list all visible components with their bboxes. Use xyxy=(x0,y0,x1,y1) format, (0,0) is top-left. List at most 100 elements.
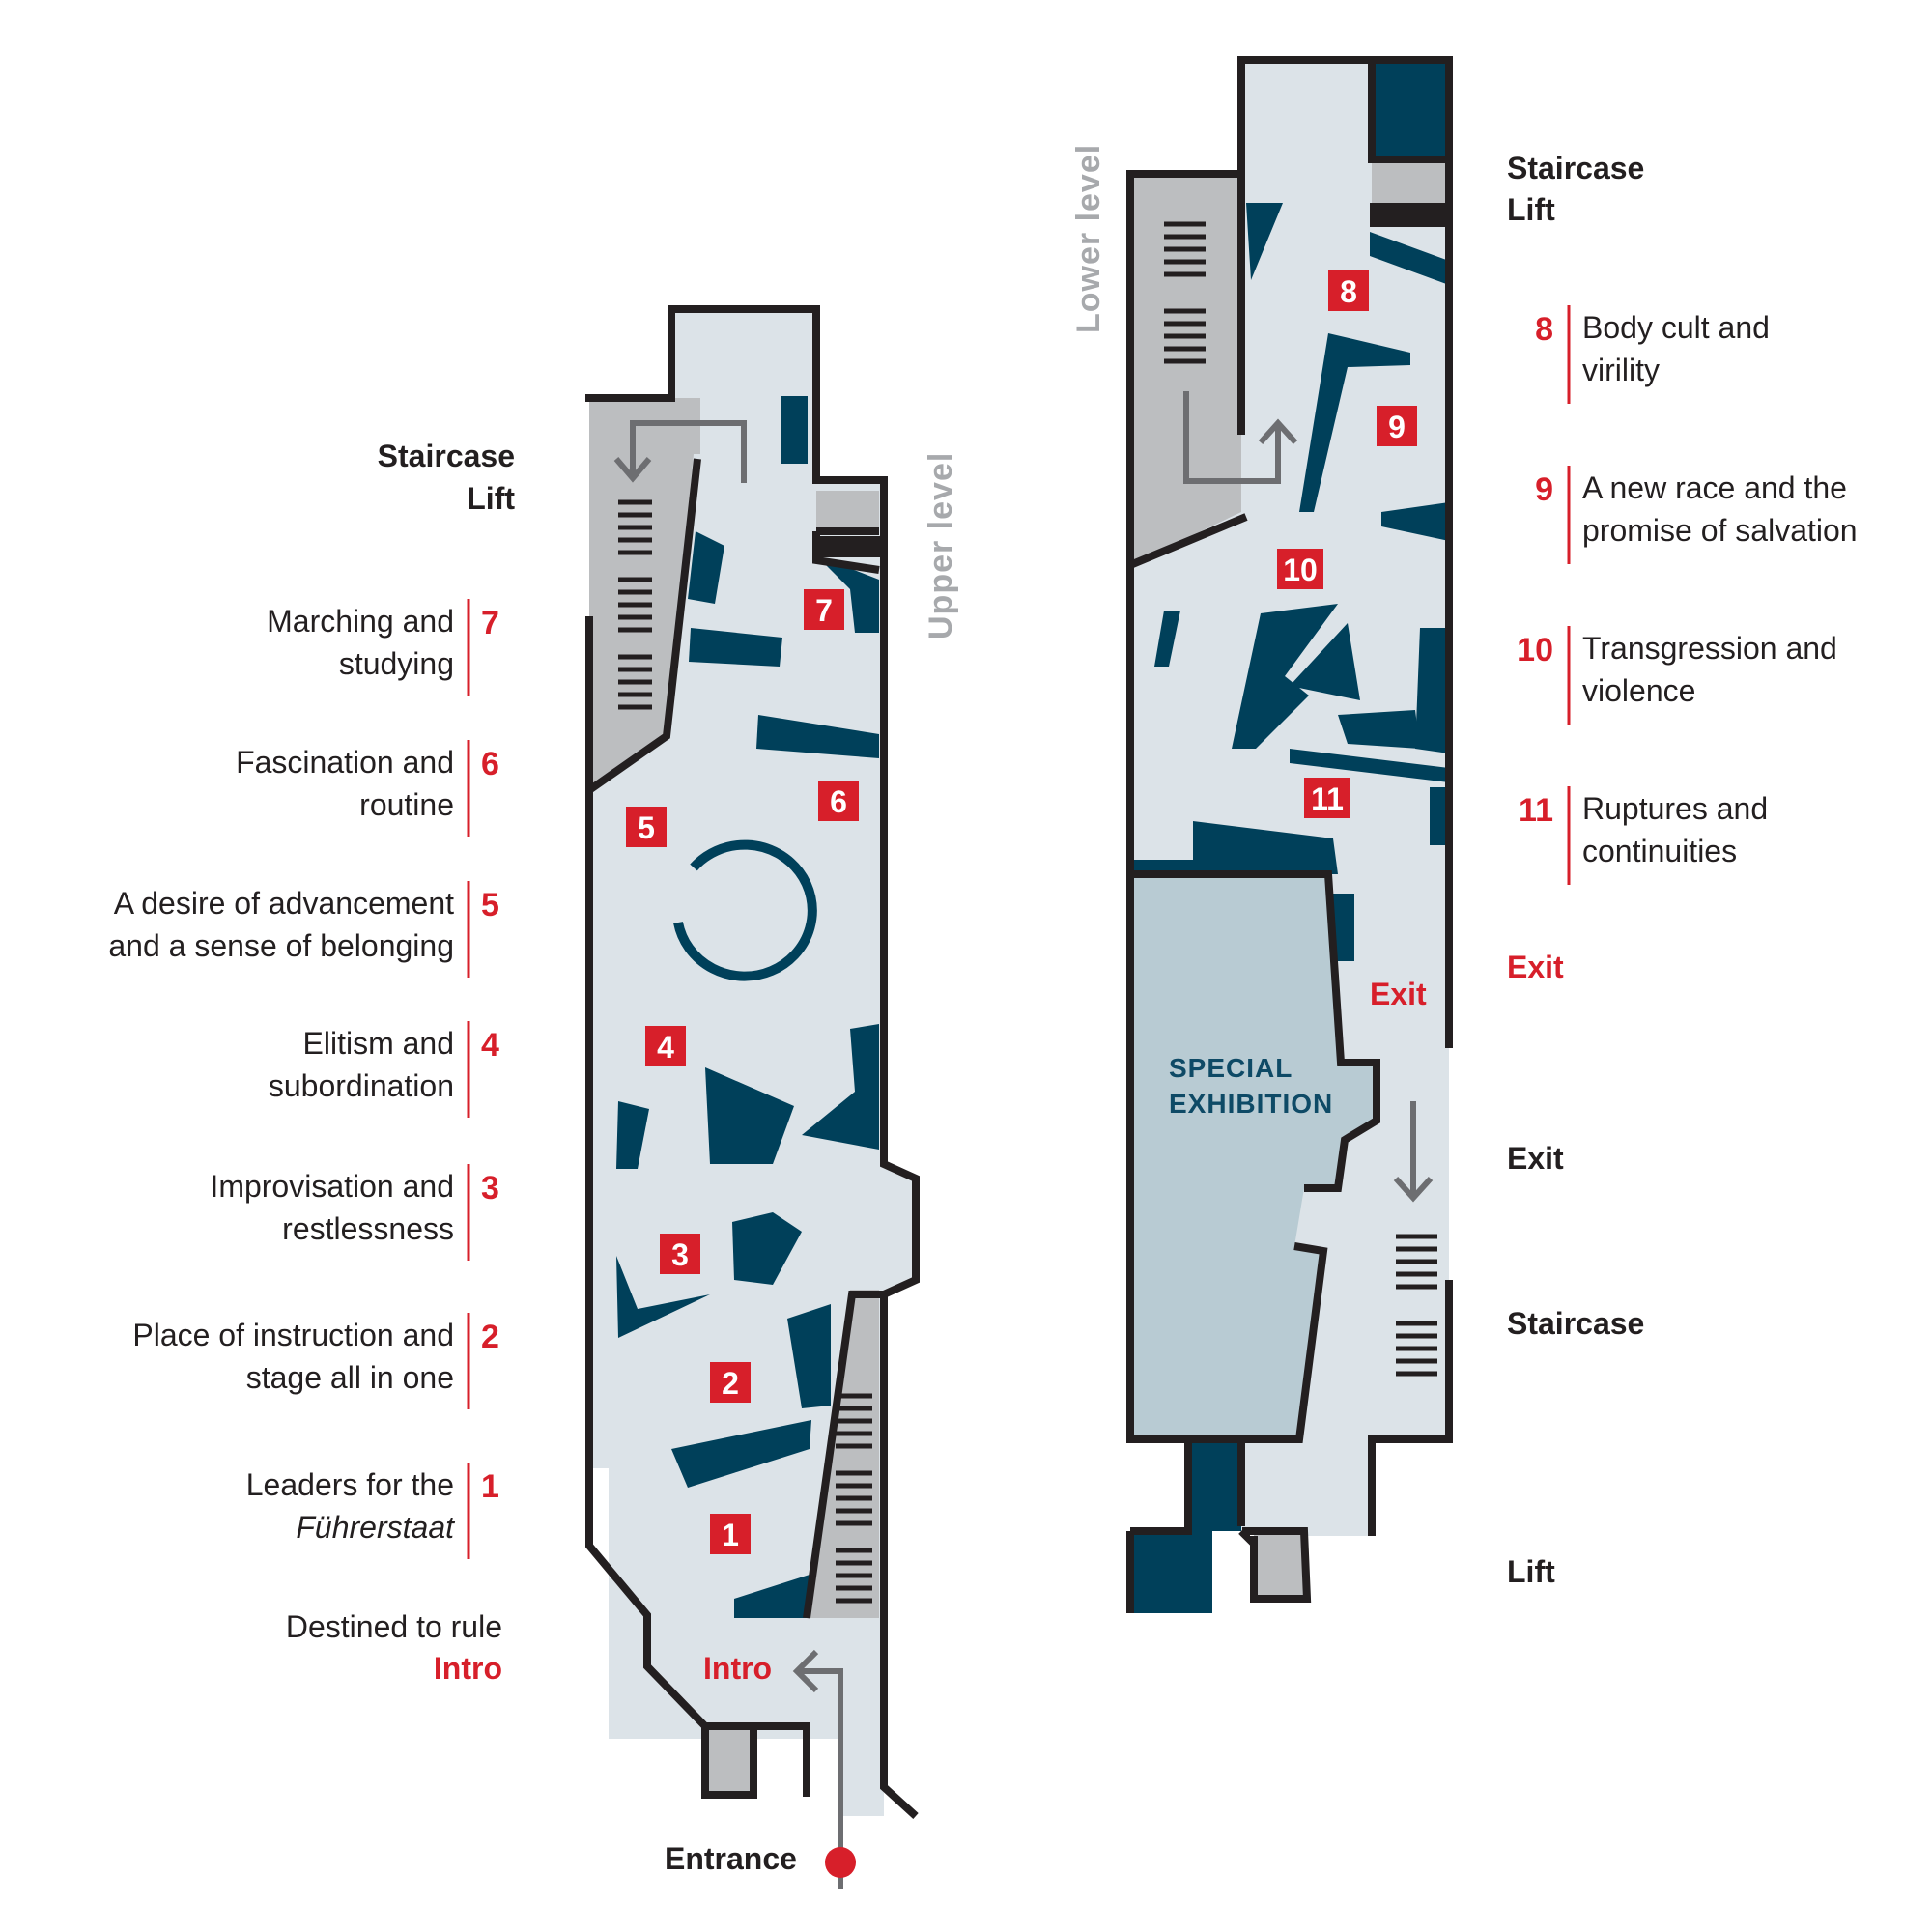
upper-stairs-bottom xyxy=(836,1393,872,1604)
marker-10[interactable]: 10 xyxy=(1277,549,1323,589)
svg-text:9: 9 xyxy=(1388,410,1406,444)
legend-line1: Ruptures and xyxy=(1582,791,1768,826)
legend-line2: violence xyxy=(1582,673,1695,708)
marker-11[interactable]: 11 xyxy=(1304,778,1350,818)
upper-stair-arrow xyxy=(630,420,747,483)
map-label-intro: Intro xyxy=(703,1651,772,1686)
lower-lift-bottom xyxy=(1254,1531,1307,1599)
legend-line2: studying xyxy=(339,646,454,681)
upper-staircase-area-bottom xyxy=(807,1290,879,1618)
svg-text:4: 4 xyxy=(657,1030,674,1065)
upper-legend-item-4: 4 Elitism and subordination xyxy=(269,1021,499,1118)
upper-lift-top xyxy=(816,491,879,531)
lower-stair-arrow-head xyxy=(1258,418,1298,445)
upper-exhibit-blocks xyxy=(616,396,879,1618)
legend-number: 5 xyxy=(481,887,499,923)
upper-level-label: Upper level xyxy=(923,452,959,639)
legend-line1: Place of instruction and xyxy=(132,1318,454,1352)
upper-legend: 7 Marching and studying 6 Fascination and rou… xyxy=(108,599,499,1559)
marker-7[interactable]: 7 xyxy=(804,589,844,630)
lower-lift-top-label: Lift xyxy=(1507,192,1555,227)
legend-line2: routine xyxy=(359,787,454,822)
upper-level-plan xyxy=(585,305,920,1889)
legend-line1: Marching and xyxy=(267,604,454,639)
map-markers: 7 6 5 4 3 2 1 8 9 10 11 xyxy=(626,270,1417,1554)
entrance-dot[interactable] xyxy=(825,1847,856,1878)
legend-number: 3 xyxy=(481,1170,499,1207)
svg-text:7: 7 xyxy=(815,593,833,628)
upper-legend-item-2: 2 Place of instruction and stage all in on… xyxy=(132,1313,499,1409)
legend-line2: and a sense of belonging xyxy=(108,928,454,963)
legend-line2: subordination xyxy=(269,1068,454,1103)
lower-level-label: Lower level xyxy=(1070,144,1107,333)
svg-text:11: 11 xyxy=(1311,781,1344,816)
intro-legend-line2: Intro xyxy=(434,1651,502,1686)
legend-number: 8 xyxy=(1535,311,1553,348)
lower-level-plan xyxy=(1126,56,1453,1613)
lower-lift-bar xyxy=(1370,203,1449,227)
marker-3[interactable]: 3 xyxy=(660,1234,700,1274)
lower-level-walls xyxy=(1126,56,1453,1613)
marker-6[interactable]: 6 xyxy=(818,781,859,821)
legend-number: 2 xyxy=(481,1319,499,1355)
upper-level-walls xyxy=(585,305,920,1819)
legend-line1: Fascination and xyxy=(236,745,454,780)
legend-line1: A new race and the xyxy=(1582,470,1847,505)
legend-number: 6 xyxy=(481,746,499,782)
map-label-exit: Exit xyxy=(1370,977,1427,1011)
marker-1[interactable]: 1 xyxy=(710,1514,751,1554)
marker-8[interactable]: 8 xyxy=(1328,270,1369,311)
legend-line1: Elitism and xyxy=(303,1026,455,1061)
special-exhibition-line1: SPECIAL xyxy=(1169,1053,1293,1083)
upper-stair-arrow-head xyxy=(613,457,652,483)
lower-path-arrows xyxy=(1183,391,1434,1203)
svg-text:5: 5 xyxy=(638,810,655,845)
lower-exit-black-label: Exit xyxy=(1507,1141,1564,1176)
upper-legend-item-6: 6 Fascination and routine xyxy=(236,740,499,837)
marker-5[interactable]: 5 xyxy=(626,807,667,847)
legend-number: 7 xyxy=(481,605,499,641)
legend-number: 1 xyxy=(481,1468,499,1505)
marker-9[interactable]: 9 xyxy=(1377,406,1417,446)
legend-number: 9 xyxy=(1535,471,1553,508)
legend-line1: Improvisation and xyxy=(210,1169,454,1204)
entrance-arrow-head xyxy=(792,1649,819,1693)
lower-stairs-bottom xyxy=(1396,1234,1437,1377)
svg-text:3: 3 xyxy=(671,1237,689,1272)
lower-staircase-area xyxy=(1130,174,1241,565)
svg-text:2: 2 xyxy=(722,1366,739,1401)
legend-line2: continuities xyxy=(1582,834,1737,868)
lower-lift-top xyxy=(1372,159,1447,210)
legend-line2: virility xyxy=(1582,353,1660,387)
legend-number: 11 xyxy=(1519,792,1553,829)
legend-line1: Leaders for the xyxy=(246,1467,454,1502)
upper-path-arrows xyxy=(613,420,843,1889)
lower-legend-item-11: 11 Ruptures and continuities xyxy=(1519,786,1768,885)
legend-line2: promise of salvation xyxy=(1582,513,1858,548)
legend-line2: stage all in one xyxy=(246,1360,454,1395)
lower-exit-red-label: Exit xyxy=(1507,950,1564,984)
legend-number: 4 xyxy=(481,1027,499,1064)
upper-stairs-top xyxy=(618,499,652,710)
lower-exhibit-blocks xyxy=(1130,60,1449,1613)
svg-text:6: 6 xyxy=(830,784,847,819)
svg-text:10: 10 xyxy=(1283,553,1318,587)
upper-lift-bottom xyxy=(705,1729,753,1795)
lower-staircase-top-label: Staircase xyxy=(1507,151,1644,185)
svg-text:1: 1 xyxy=(722,1518,739,1552)
entrance-label: Entrance xyxy=(665,1841,797,1876)
lower-lift-bottom-label: Lift xyxy=(1507,1554,1555,1589)
marker-2[interactable]: 2 xyxy=(710,1362,751,1403)
exit-arrow-head xyxy=(1393,1176,1434,1203)
special-exhibition-line2: EXHIBITION xyxy=(1169,1089,1333,1119)
marker-4[interactable]: 4 xyxy=(645,1026,686,1066)
upper-legend-item-7: 7 Marching and studying xyxy=(267,599,499,696)
upper-staircase-label: Staircase xyxy=(378,439,515,473)
